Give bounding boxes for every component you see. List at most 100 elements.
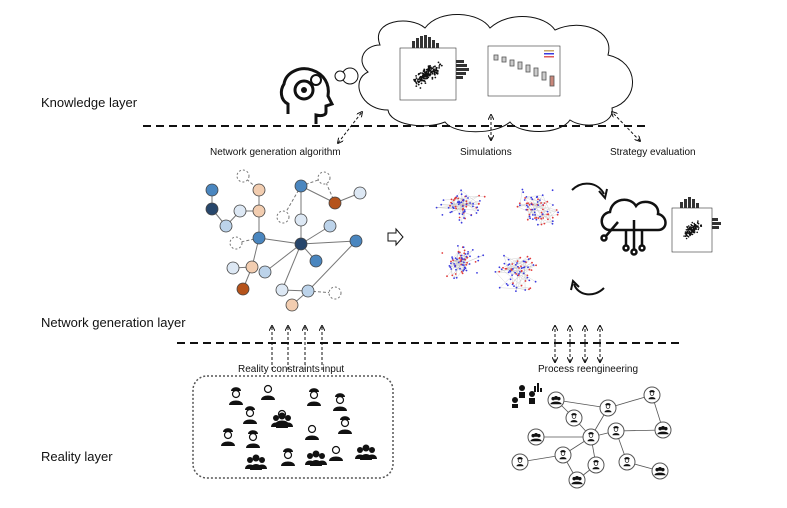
simulation-node [472,202,474,205]
worker-icon [571,475,583,485]
simulation-node [512,268,514,270]
simulation-edge [461,195,480,203]
simulation-node [529,257,532,260]
cycle-arrows-icon [570,182,608,296]
simulation-node [460,201,463,204]
simulation-node [523,199,526,201]
simulation-edge [448,200,463,208]
simulation-node [456,258,458,261]
simulation-node [476,272,478,274]
simulation-node [543,202,546,205]
scatter-point [690,229,693,231]
simulation-node [458,201,460,204]
right-arrow-icon [387,227,404,247]
worker-icon [612,426,620,436]
simulation-edge [455,258,457,278]
simulation-node [511,263,514,265]
simulation-node [450,262,452,265]
simulation-node [541,194,544,197]
worker-icon [654,466,666,476]
simulation-node [467,251,469,253]
scatter-point [439,63,441,66]
worker-icon [243,406,257,424]
simulation-node [450,198,453,201]
reengineering-network [511,386,672,489]
simulation-edge [538,218,542,225]
simulation-edge [548,214,553,224]
simulation-edge [517,206,541,217]
scatter-point [696,231,698,234]
simulation-node [530,203,533,206]
simulation-node [464,253,467,255]
scatter-point [428,73,431,76]
simulation-node [453,263,455,265]
simulation-node [465,195,467,198]
scatter-point [435,71,438,73]
simulation-edge [537,196,553,206]
simulation-edge [526,196,545,204]
reality-layer-label: Reality layer [41,449,113,464]
simulation-node [507,258,510,261]
simulation-node [516,205,519,208]
simulation-edge [526,195,543,198]
scatter-point [437,61,440,64]
simulation-node [528,215,531,218]
scatter-point [687,236,690,238]
simulation-edge [532,204,548,212]
simulation-node [519,204,521,207]
simulation-node [534,217,536,220]
scatter-point [429,64,431,67]
scatter-point [690,233,693,235]
simulation-edge [461,190,479,205]
simulation-edge [458,198,479,204]
scatter-point [427,70,430,73]
simulation-edge [451,199,463,215]
simulation-node [506,284,509,287]
scatter-point [692,228,695,231]
strategy-scatter-inset [671,197,721,253]
simulation-node [454,257,457,259]
simulation-node [477,209,479,212]
scatter-point [690,223,692,226]
simulation-node [533,208,536,211]
scatter-point [697,225,699,227]
worker-icon [246,430,260,448]
simulation-node [469,202,471,204]
simulation-edge [451,204,467,212]
simulation-node [546,200,549,203]
simulation-edge [525,275,528,282]
simulation-node [452,207,455,210]
scatter-point [431,76,434,79]
simulation-node [526,274,529,277]
simulation-node [529,217,531,220]
simulation-node [441,214,444,216]
simulation-node [454,205,457,208]
reengineering-node [568,471,586,489]
simulation-node [540,211,543,214]
simulation-node [460,221,463,224]
scatter-point [435,67,438,70]
simulation-edge [532,214,553,224]
simulation-node [460,254,463,257]
simulation-node [460,193,463,196]
simulation-node [527,206,529,208]
simulation-node [451,256,453,258]
simulation-node [494,271,497,273]
simulation-node [461,272,464,275]
boxplot-inset [487,45,561,97]
simulation-node [451,257,454,260]
simulation-node [510,268,513,271]
simulation-node [503,254,505,257]
simulation-node [463,266,466,269]
scatter-point [417,83,420,86]
simulation-node [507,271,510,274]
simulation-node [532,264,535,266]
simulation-node [455,276,458,279]
simulation-node [498,270,501,273]
simulation-node [462,269,465,272]
scatter-point [687,231,689,234]
worker-team-icon [305,450,327,466]
simulation-edge [499,266,518,272]
worker-icon [229,387,243,405]
